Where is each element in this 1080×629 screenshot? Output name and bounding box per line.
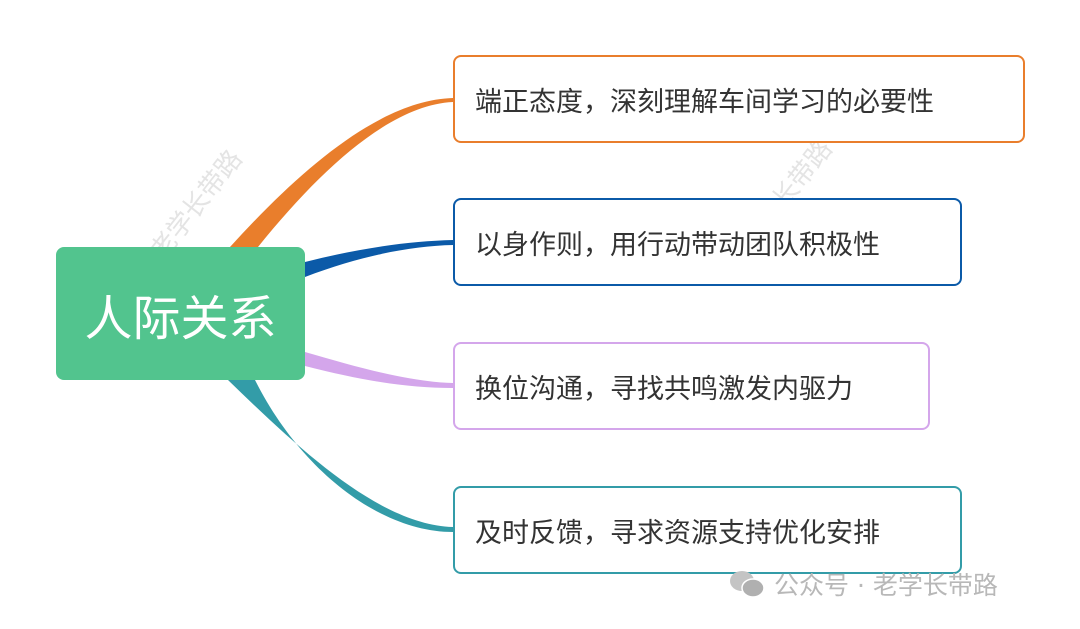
connector-1 [230, 98, 453, 247]
connector-3 [305, 352, 453, 388]
branch-node-4[interactable]: 及时反馈，寻求资源支持优化安排 [453, 486, 962, 574]
branch-node-3[interactable]: 换位沟通，寻找共鸣激发内驱力 [453, 342, 930, 430]
wechat-icon [730, 571, 765, 598]
connector-2 [305, 240, 453, 277]
footer-text: 公众号 · 老学长带路 [774, 571, 998, 600]
connector-4 [228, 380, 453, 532]
footer-attribution: 公众号 · 老学长带路 [728, 566, 998, 602]
branch-node-1[interactable]: 端正态度，深刻理解车间学习的必要性 [453, 55, 1025, 143]
root-node[interactable]: 人际关系 [56, 247, 305, 380]
branch-node-2[interactable]: 以身作则，用行动带动团队积极性 [453, 198, 962, 286]
